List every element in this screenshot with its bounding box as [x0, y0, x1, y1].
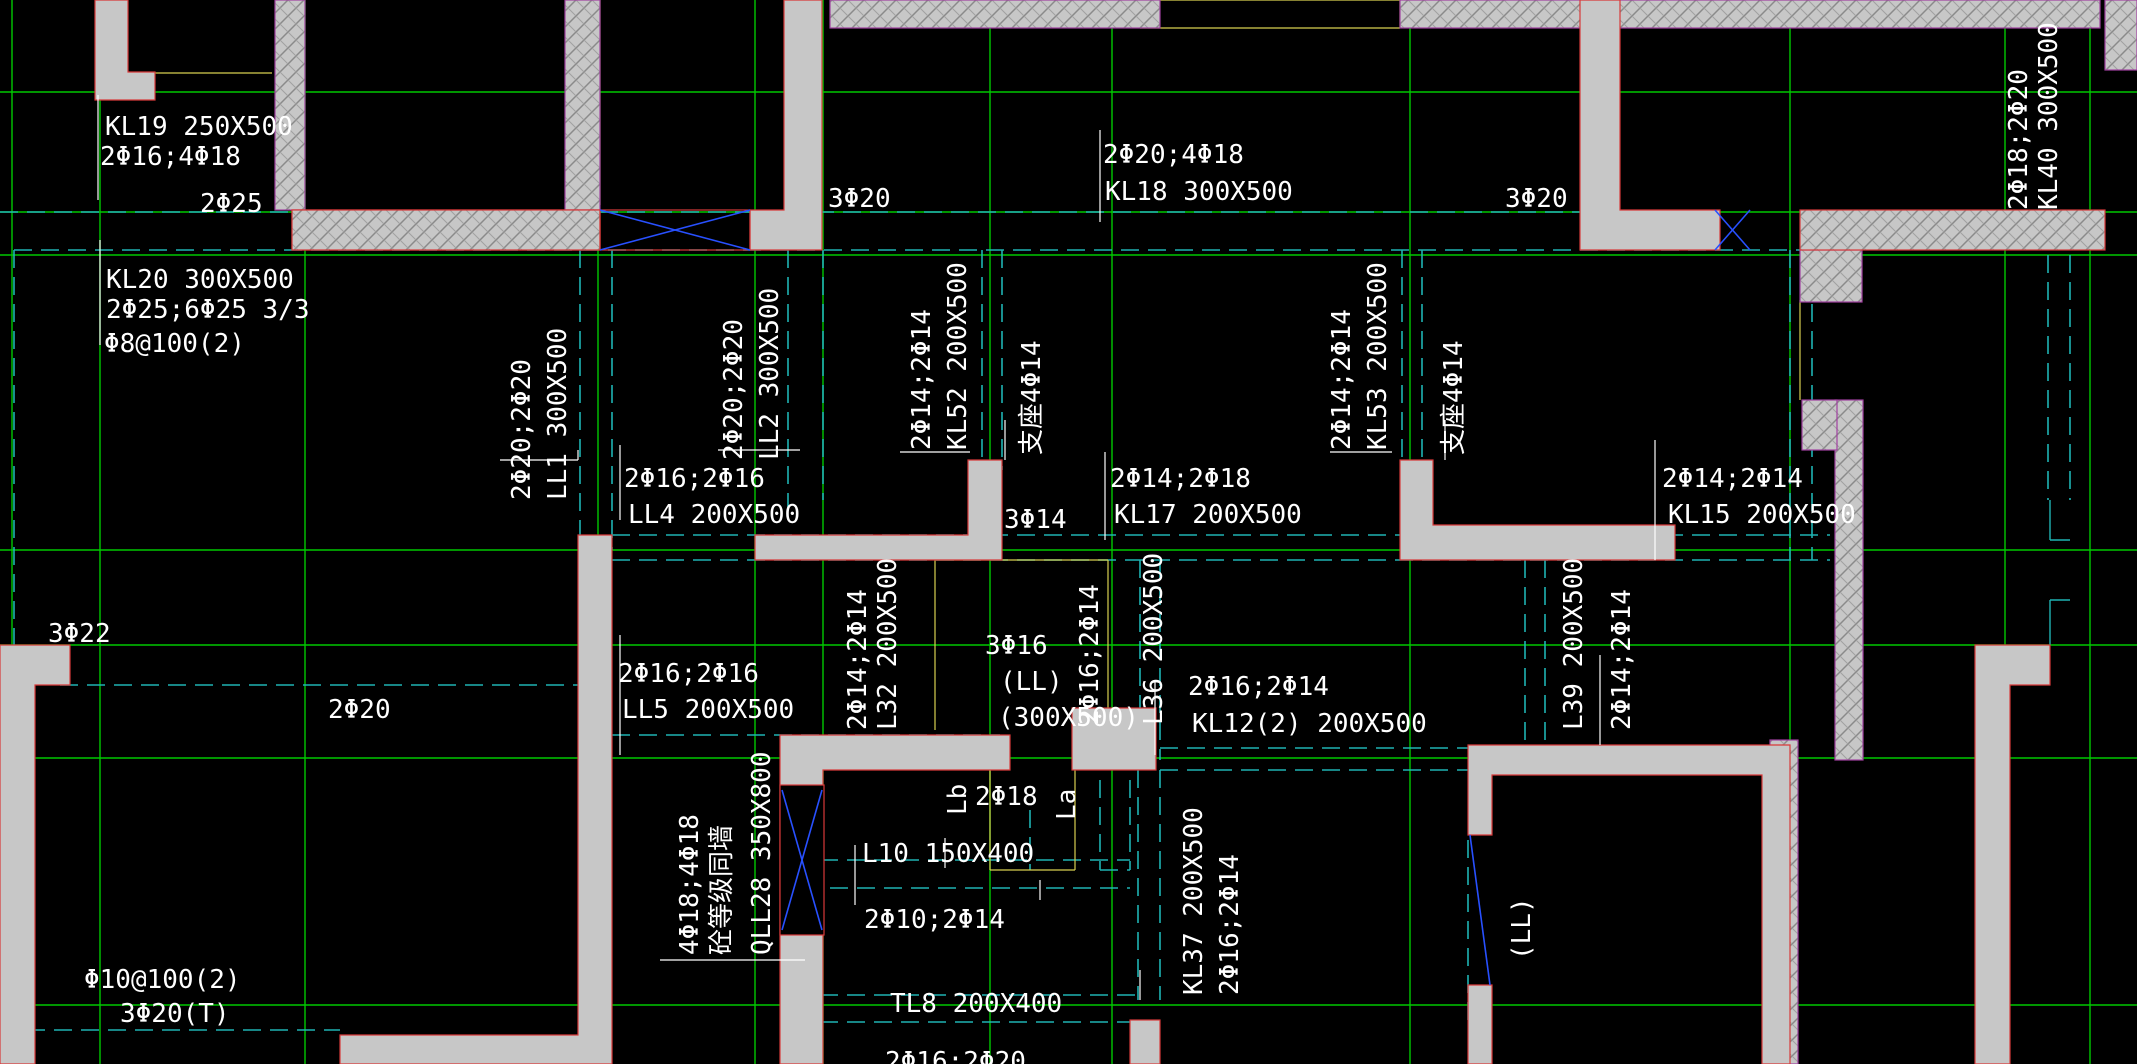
la-tag-label: La: [1052, 789, 1082, 820]
annotations: KL19 250X500 2Φ16;4Φ18 2Φ25 KL20 300X500…: [48, 22, 2064, 1064]
kl53-name-label: KL53 200X500: [1363, 262, 1393, 450]
l-2phi10-label: 2Φ10;2Φ14: [864, 905, 1005, 935]
leader-lines: [97, 95, 1656, 1000]
qll28-rebar-label: 4Φ18;4Φ18: [675, 814, 705, 955]
kl53-rebar-label: 2Φ14;2Φ14: [1327, 309, 1357, 450]
lb-rebar-label: 2Φ18: [975, 782, 1038, 812]
kl20-stirrup-label: Φ8@100(2): [104, 329, 245, 359]
qll28-name-label: QLL28 350X800: [747, 752, 777, 956]
tl8-name-label: TL8 200X400: [890, 989, 1062, 1019]
kl20-name-label: KL20 300X500: [106, 265, 294, 295]
kl17-rebar-label: 2Φ14;2Φ18: [1110, 464, 1251, 494]
kl19-name-label: KL19 250X500: [105, 112, 293, 142]
kl53-support-label: 支座4Φ14: [1439, 340, 1469, 455]
ll4-rebar-label: 2Φ16;2Φ16: [624, 464, 765, 494]
kl17-name-label: KL17 200X500: [1114, 500, 1302, 530]
kl40-name-label: KL40 300X500: [2034, 22, 2064, 210]
ll-size-label: (300X500): [998, 703, 1139, 733]
l36-rebar-label: 2Φ16;2Φ14: [1075, 584, 1105, 725]
lb-tag-label: Lb: [943, 784, 973, 815]
kl37-rebar-label: 2Φ16;2Φ14: [1215, 854, 1245, 995]
left-3phi20t-label: 3Φ20(T): [120, 999, 230, 1029]
left-stirrup-label: Φ10@100(2): [84, 965, 241, 995]
top-3phi20-label-b: 3Φ20: [1505, 184, 1568, 214]
l39-name-label: L39 200X500: [1559, 558, 1589, 730]
kl40-rebar-label: 2Φ18;2Φ20: [2004, 69, 2034, 210]
beam-outlines: [0, 211, 2071, 1031]
kl52-support-label: 支座4Φ14: [1017, 340, 1047, 455]
kl20-rebar-label: 2Φ25;6Φ25 3/3: [106, 295, 310, 325]
openings: [599, 209, 1751, 986]
kl15-name-label: KL15 200X500: [1668, 500, 1856, 530]
l36-name-label: L36 200X500: [1139, 553, 1169, 725]
ll4-name-label: LL4 200X500: [628, 500, 800, 530]
kl12-name-label: KL12(2) 200X500: [1192, 709, 1427, 739]
ll1-rebar-label: 2Φ20;2Φ20: [507, 359, 537, 500]
right-ll-label: (LL): [1507, 897, 1537, 960]
left-3phi22-label: 3Φ22: [48, 619, 111, 649]
ll1-name-label: LL1 300X500: [543, 328, 573, 500]
kl52-rebar-label: 2Φ14;2Φ14: [907, 309, 937, 450]
rebar-2phi25-label: 2Φ25: [200, 189, 263, 219]
l32-rebar-label: 2Φ14;2Φ14: [843, 589, 873, 730]
top-3phi20-label-a: 3Φ20: [828, 184, 891, 214]
ll2-rebar-label: 2Φ20;2Φ20: [719, 319, 749, 460]
qll28-note-label: 砼等级同墙: [707, 825, 737, 955]
kl19-rebar-label: 2Φ16;4Φ18: [100, 142, 241, 172]
l39-rebar-label: 2Φ14;2Φ14: [1607, 589, 1637, 730]
l32-name-label: L32 200X500: [873, 558, 903, 730]
kl37-name-label: KL37 200X500: [1179, 807, 1209, 995]
kl52-name-label: KL52 200X500: [943, 262, 973, 450]
ll2-name-label: LL2 300X500: [755, 288, 785, 460]
ll5-name-label: LL5 200X500: [622, 695, 794, 725]
ll5-rebar-label: 2Φ16;2Φ16: [618, 659, 759, 689]
kl18-name-label: KL18 300X500: [1105, 177, 1293, 207]
left-2phi20-label: 2Φ20: [328, 695, 391, 725]
bottom-partial-label: 2Φ16;2Φ20: [885, 1047, 1026, 1064]
l10-name-label: L10 150X400: [862, 839, 1034, 869]
kl15-rebar-label: 2Φ14;2Φ14: [1662, 464, 1803, 494]
ll-tag-label: (LL): [1000, 667, 1063, 697]
kl12-rebar-label: 2Φ16;2Φ14: [1188, 672, 1329, 702]
ll-3phi16-label: 3Φ16: [985, 631, 1048, 661]
mid-3phi14-label: 3Φ14: [1004, 505, 1067, 535]
kl18-rebar-label: 2Φ20;4Φ18: [1103, 140, 1244, 170]
